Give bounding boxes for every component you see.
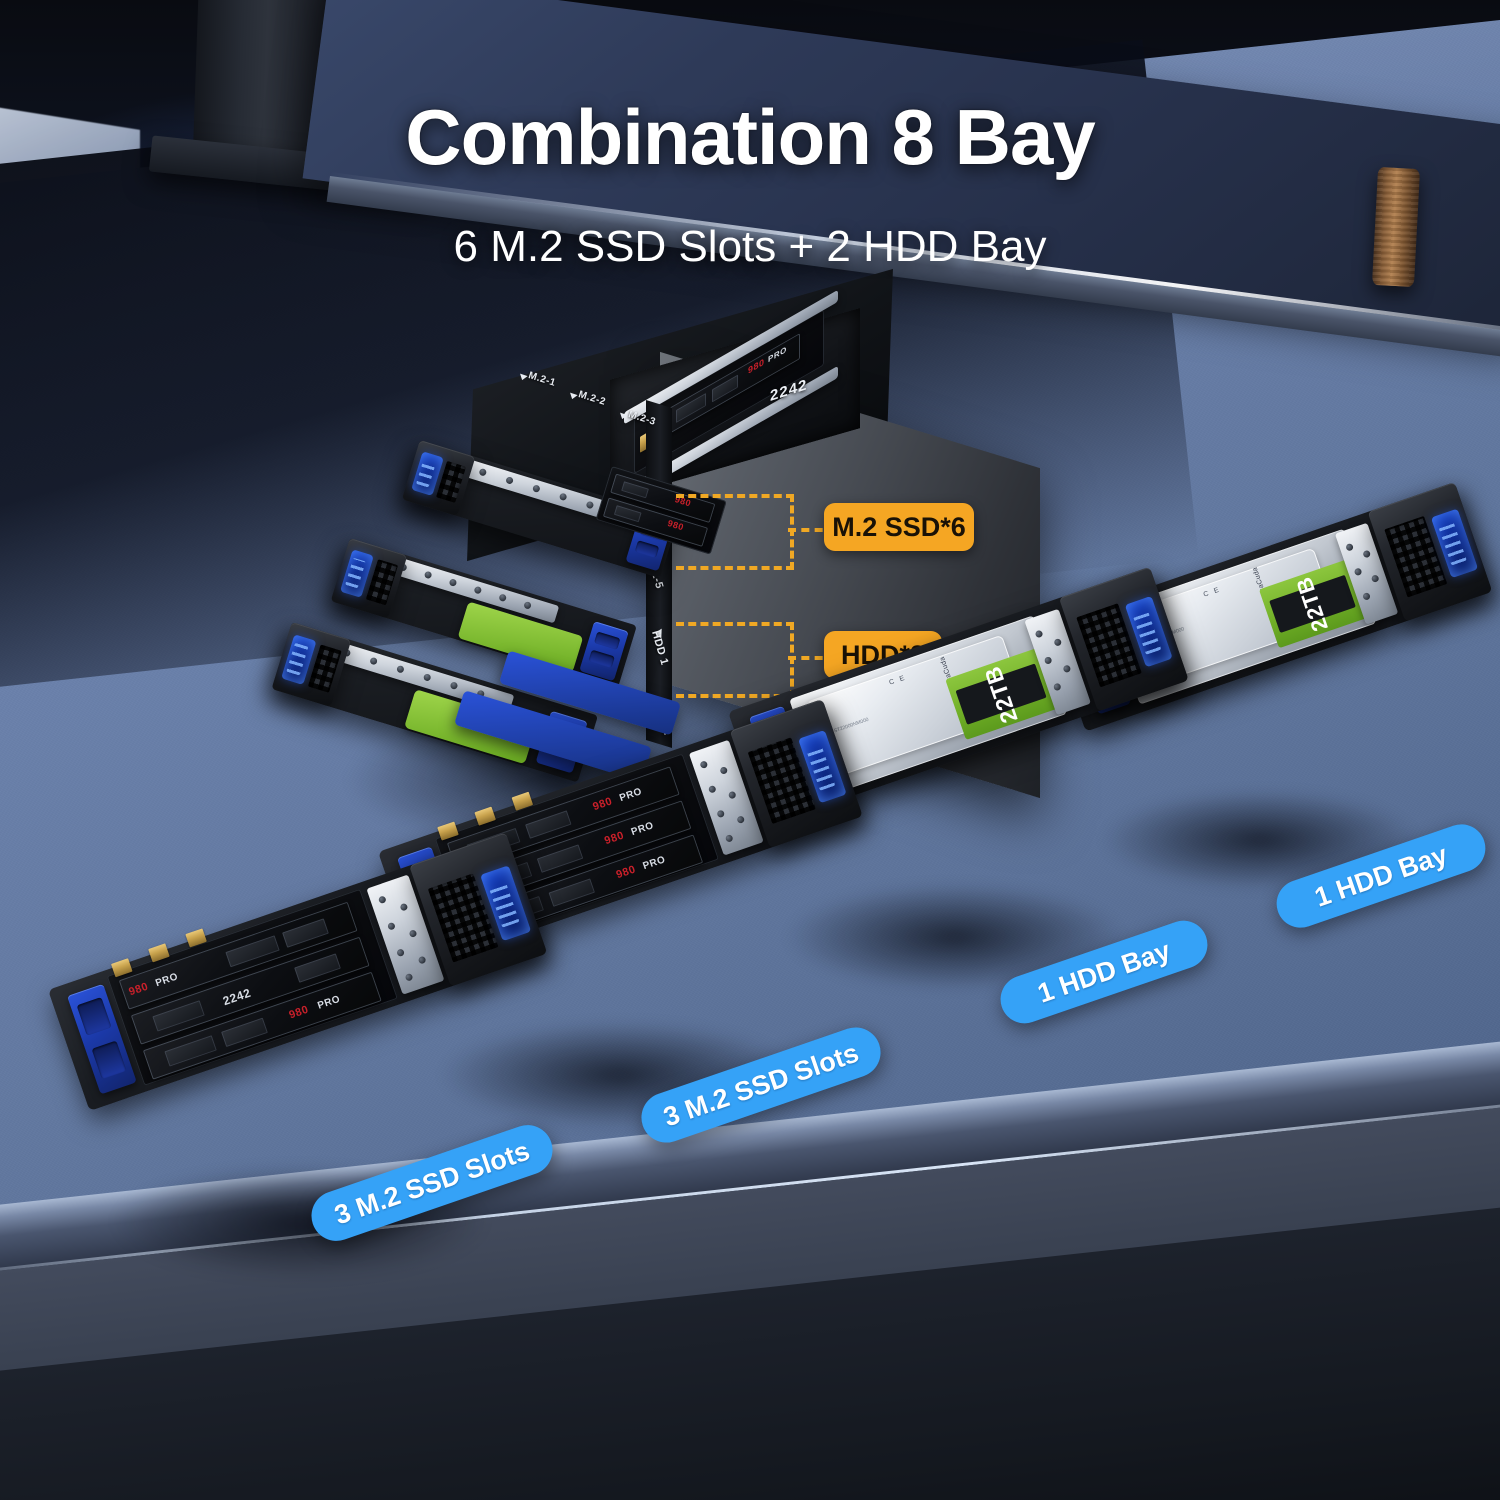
ssd-brand-text: 980 (614, 863, 638, 882)
hdd-capacity-label: 22TB (978, 662, 1023, 727)
ssd-series-text: PRO (316, 993, 342, 1012)
ssd-series-text: PRO (629, 820, 656, 839)
hdd-capacity-label: 22TB (1291, 573, 1333, 635)
ssd-capacity-mark: 2242 (221, 985, 253, 1009)
ssd-brand-text: 980 (287, 1003, 311, 1022)
ssd-brand-text: 980 (603, 829, 626, 848)
ssd-brand-text: 980 (748, 356, 765, 376)
page-subtitle: 6 M.2 SSD Slots + 2 HDD Bay (453, 222, 1047, 271)
ssd-brand-text: 980 (591, 795, 614, 814)
page-title: Combination 8 Bay (405, 93, 1095, 181)
ssd-series-text: PRO (641, 854, 668, 873)
ssd-brand-text: 980 (127, 980, 151, 999)
ssd-series-text: PRO (618, 786, 644, 805)
callout-badge-m2-ssd: M.2 SSD*6 (824, 503, 974, 551)
ssd-brand-text: 980 (666, 518, 686, 533)
ssd-series-text: PRO (768, 344, 787, 365)
ssd-series-text: PRO (154, 971, 180, 990)
